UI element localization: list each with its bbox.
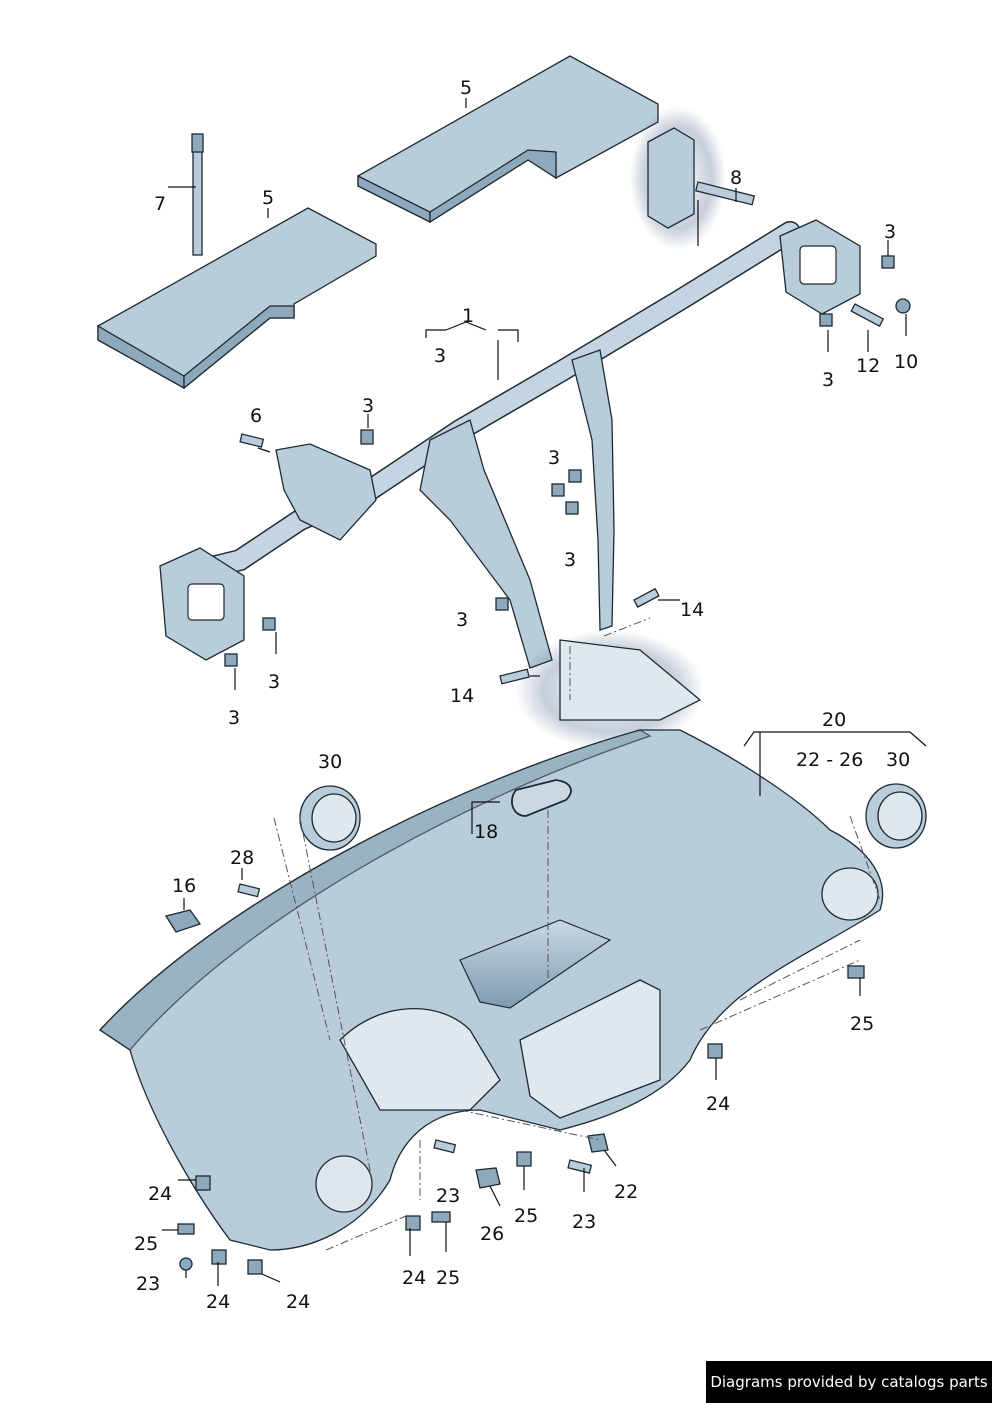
callout-8: 8 — [730, 167, 742, 189]
callout-23-right: 23 — [572, 1211, 596, 1233]
callout-3-l1: 3 — [268, 671, 280, 693]
callout-3-m1: 3 — [362, 395, 374, 417]
callout-28: 28 — [230, 847, 254, 869]
credit-banner: Diagrams provided by catalogs parts — [706, 1361, 992, 1403]
callout-5-left: 5 — [262, 187, 274, 209]
callout-24-bl1: 24 — [206, 1291, 230, 1313]
clip-nut-group — [224, 255, 911, 667]
callout-20: 20 — [822, 709, 846, 731]
bolt-8 — [695, 181, 756, 206]
callout-24-bl2: 24 — [286, 1291, 310, 1313]
callout-14-left: 14 — [450, 685, 474, 707]
callout-3-l2: 3 — [228, 707, 240, 729]
callout-5-right: 5 — [460, 77, 472, 99]
callout-23-left: 23 — [136, 1273, 160, 1295]
bolts-group — [239, 303, 885, 685]
callout-18: 18 — [474, 821, 498, 843]
vent-bezel-left — [299, 785, 361, 851]
callout-24-left: 24 — [148, 1183, 172, 1205]
callout-30-right: 30 — [886, 749, 910, 771]
callout-3-tr2: 3 — [822, 369, 834, 391]
dashboard-clips — [164, 883, 865, 1275]
callout-1: 1 — [462, 305, 474, 327]
dashboard-panel — [99, 729, 884, 1251]
highlight-bracket — [630, 106, 726, 250]
callout-6: 6 — [250, 405, 262, 427]
callout-22: 22 — [614, 1181, 638, 1203]
callout-24-right: 24 — [706, 1093, 730, 1115]
callout-25-bot: 25 — [436, 1267, 460, 1289]
callout-labels: 1 3 5 5 7 8 3 3 12 10 6 3 3 3 3 3 3 14 1… — [134, 77, 918, 1313]
vent-bezel-right — [865, 783, 927, 849]
insulation-pad-left — [97, 207, 377, 390]
callout-22-26: 22 - 26 — [796, 749, 863, 771]
callout-12: 12 — [856, 355, 880, 377]
callout-25-mid: 25 — [514, 1205, 538, 1227]
callout-3-tr1: 3 — [884, 221, 896, 243]
cross-member — [159, 219, 861, 750]
callout-3-m2: 3 — [548, 447, 560, 469]
callout-3-sub: 3 — [434, 345, 446, 367]
callout-25-left: 25 — [134, 1233, 158, 1255]
callout-25-right: 25 — [850, 1013, 874, 1035]
cable-tie — [191, 133, 204, 256]
callout-3-m4: 3 — [456, 609, 468, 631]
callout-3-m3: 3 — [564, 549, 576, 571]
leader-lines — [162, 98, 927, 1286]
callout-14-right: 14 — [680, 599, 704, 621]
callout-16: 16 — [172, 875, 196, 897]
callout-10: 10 — [894, 351, 918, 373]
callout-24-mid: 24 — [402, 1267, 426, 1289]
callout-30-left: 30 — [318, 751, 342, 773]
callout-23-mid: 23 — [436, 1185, 460, 1207]
callout-7: 7 — [154, 193, 166, 215]
callout-26: 26 — [480, 1223, 504, 1245]
insulation-pad-right — [357, 55, 659, 224]
